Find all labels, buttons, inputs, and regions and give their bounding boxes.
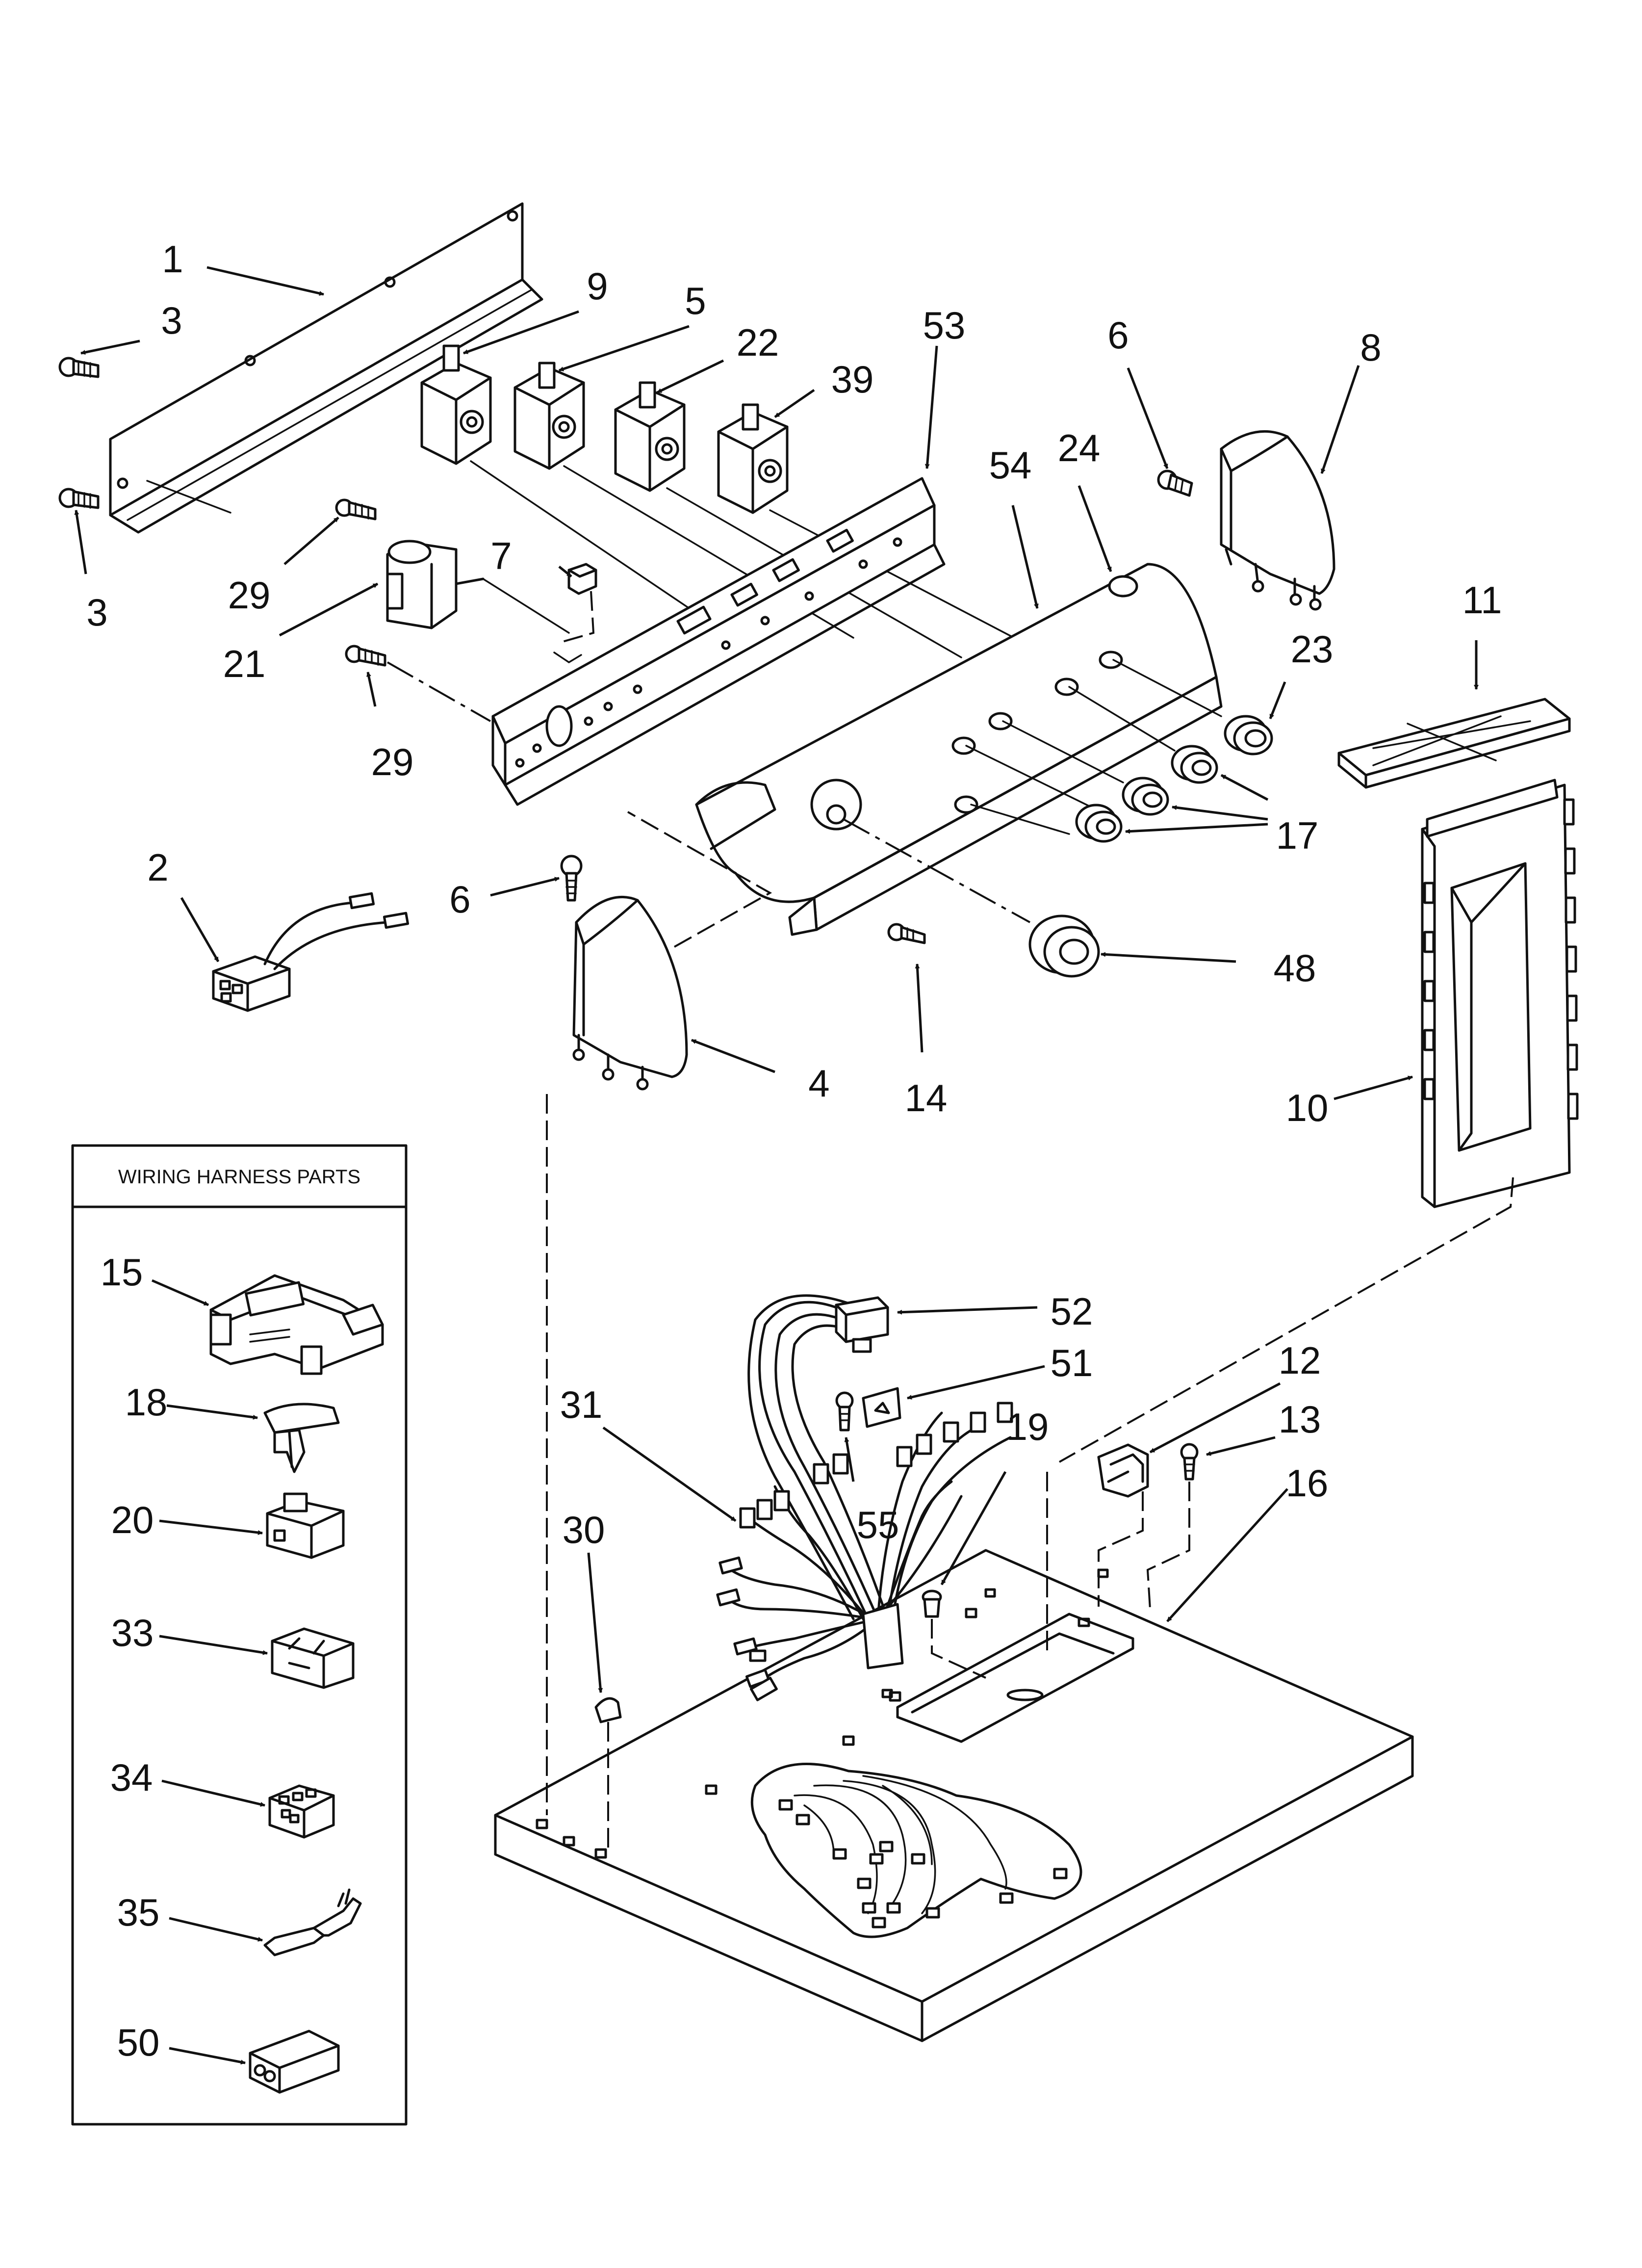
callout-6-lower: 6: [449, 878, 470, 921]
callout-31: 31: [560, 1383, 603, 1426]
callout-22: 22: [737, 321, 779, 364]
screw-part-14: [887, 923, 926, 944]
callout-18: 18: [125, 1381, 168, 1424]
callout-23: 23: [1291, 627, 1334, 671]
housing-part-50: [249, 2030, 340, 2094]
callout-51: 51: [1051, 1341, 1093, 1384]
lint-screen-part-11: [1337, 698, 1571, 789]
callout-35: 35: [117, 1891, 160, 1934]
clip-part-18: [263, 1403, 340, 1473]
knob-part-17-c: [1075, 804, 1123, 843]
callout-8: 8: [1360, 326, 1381, 369]
callout-24: 24: [1058, 426, 1101, 469]
leader-arrows: [74, 266, 1479, 2065]
callout-3-lower: 3: [86, 591, 107, 634]
screw-part-3-lower: [58, 488, 100, 509]
knob-part-17-a: [1171, 745, 1218, 784]
switch-part-39: [717, 403, 789, 514]
end-cap-part-8: [1220, 430, 1335, 611]
callout-54: 54: [989, 443, 1032, 487]
callout-1: 1: [162, 237, 183, 281]
callout-10: 10: [1286, 1086, 1329, 1129]
callout-29-lower: 29: [371, 740, 414, 783]
clip-part-12: [1097, 1443, 1149, 1498]
wiring-harness-inset: [71, 1144, 408, 2126]
knob-part-23: [1224, 715, 1273, 756]
bracket-wire-link: [553, 652, 582, 664]
end-cap-4-alignment: [627, 811, 772, 948]
housing-part-20: [266, 1492, 345, 1559]
callout-39: 39: [831, 358, 874, 401]
screw-part-6-lower: [560, 855, 583, 902]
callout-3-upper: 3: [161, 299, 182, 342]
callout-19: 19: [1006, 1405, 1049, 1448]
lint-housing-alignment: [1059, 1177, 1514, 1463]
switch-part-9: [420, 344, 492, 465]
screw-part-55: [835, 1391, 854, 1432]
callout-13: 13: [1279, 1398, 1321, 1441]
knob-part-17-b: [1122, 777, 1169, 816]
callout-labels: 1 3 3 9 5 22 39 53 6 8 54 24 29 7 21 29 …: [86, 237, 1502, 2064]
callout-55: 55: [857, 1503, 899, 1546]
bracket-part-53: [491, 477, 946, 806]
callout-52: 52: [1051, 1290, 1093, 1333]
callout-34: 34: [110, 1756, 153, 1799]
callout-21: 21: [223, 642, 266, 685]
knob-part-48: [1028, 914, 1100, 978]
end-cap-part-4: [572, 896, 688, 1091]
top-panel-part-16: [494, 1549, 1414, 2042]
switch-part-22: [614, 381, 686, 492]
callout-50: 50: [117, 2021, 160, 2064]
connector-part-34: [268, 1784, 335, 1839]
callout-53: 53: [923, 304, 966, 347]
callout-48: 48: [1274, 946, 1316, 990]
screw-part-3-upper: [58, 357, 100, 378]
callout-17: 17: [1276, 814, 1319, 857]
callout-30: 30: [563, 1508, 605, 1551]
terminal-part-35: [263, 1888, 362, 1956]
connector-part-52: [835, 1296, 889, 1353]
screw-13-alignment: [1146, 1482, 1190, 1610]
timer-part-21: [386, 540, 570, 634]
callout-15: 15: [101, 1251, 143, 1294]
housing-part-33: [271, 1627, 355, 1689]
callout-33: 33: [111, 1611, 154, 1654]
callout-16: 16: [1286, 1461, 1329, 1505]
screw-part-29-lower: [345, 645, 386, 667]
inset-title: WIRING HARNESS PARTS: [118, 1166, 360, 1188]
callout-11: 11: [1462, 578, 1502, 622]
console-panel-part-54: [695, 563, 1223, 936]
callout-20: 20: [111, 1498, 154, 1541]
knob-alignment-lines: [843, 659, 1222, 923]
callout-2: 2: [147, 846, 168, 889]
tab-part-30: [594, 1697, 622, 1854]
connector-part-15: [209, 1274, 384, 1375]
rear-panel-part-1: [109, 202, 543, 534]
callout-9: 9: [587, 264, 608, 308]
screw-part-29-upper: [335, 498, 377, 521]
callout-14: 14: [905, 1076, 948, 1120]
callout-6-upper: 6: [1107, 313, 1129, 357]
callout-7: 7: [490, 534, 512, 577]
screw-part-6-upper: [1157, 469, 1193, 497]
callout-4: 4: [808, 1062, 829, 1105]
clip-alignment: [1098, 1491, 1144, 1607]
bracket-part-51: [862, 1387, 901, 1428]
callout-5: 5: [685, 279, 706, 322]
clip-part-7: [559, 563, 597, 644]
main-harness-part-31: [716, 1294, 1013, 1701]
fastener-part-19: [922, 1590, 986, 1679]
switch-part-5: [513, 362, 585, 470]
screw-part-13: [1180, 1443, 1199, 1481]
callout-12: 12: [1279, 1339, 1321, 1382]
lint-housing-part-10: [1421, 779, 1579, 1208]
wiring-harness-part-2: [212, 892, 410, 1012]
screw-29-alignment: [387, 661, 491, 722]
callout-29-upper: 29: [228, 574, 271, 617]
